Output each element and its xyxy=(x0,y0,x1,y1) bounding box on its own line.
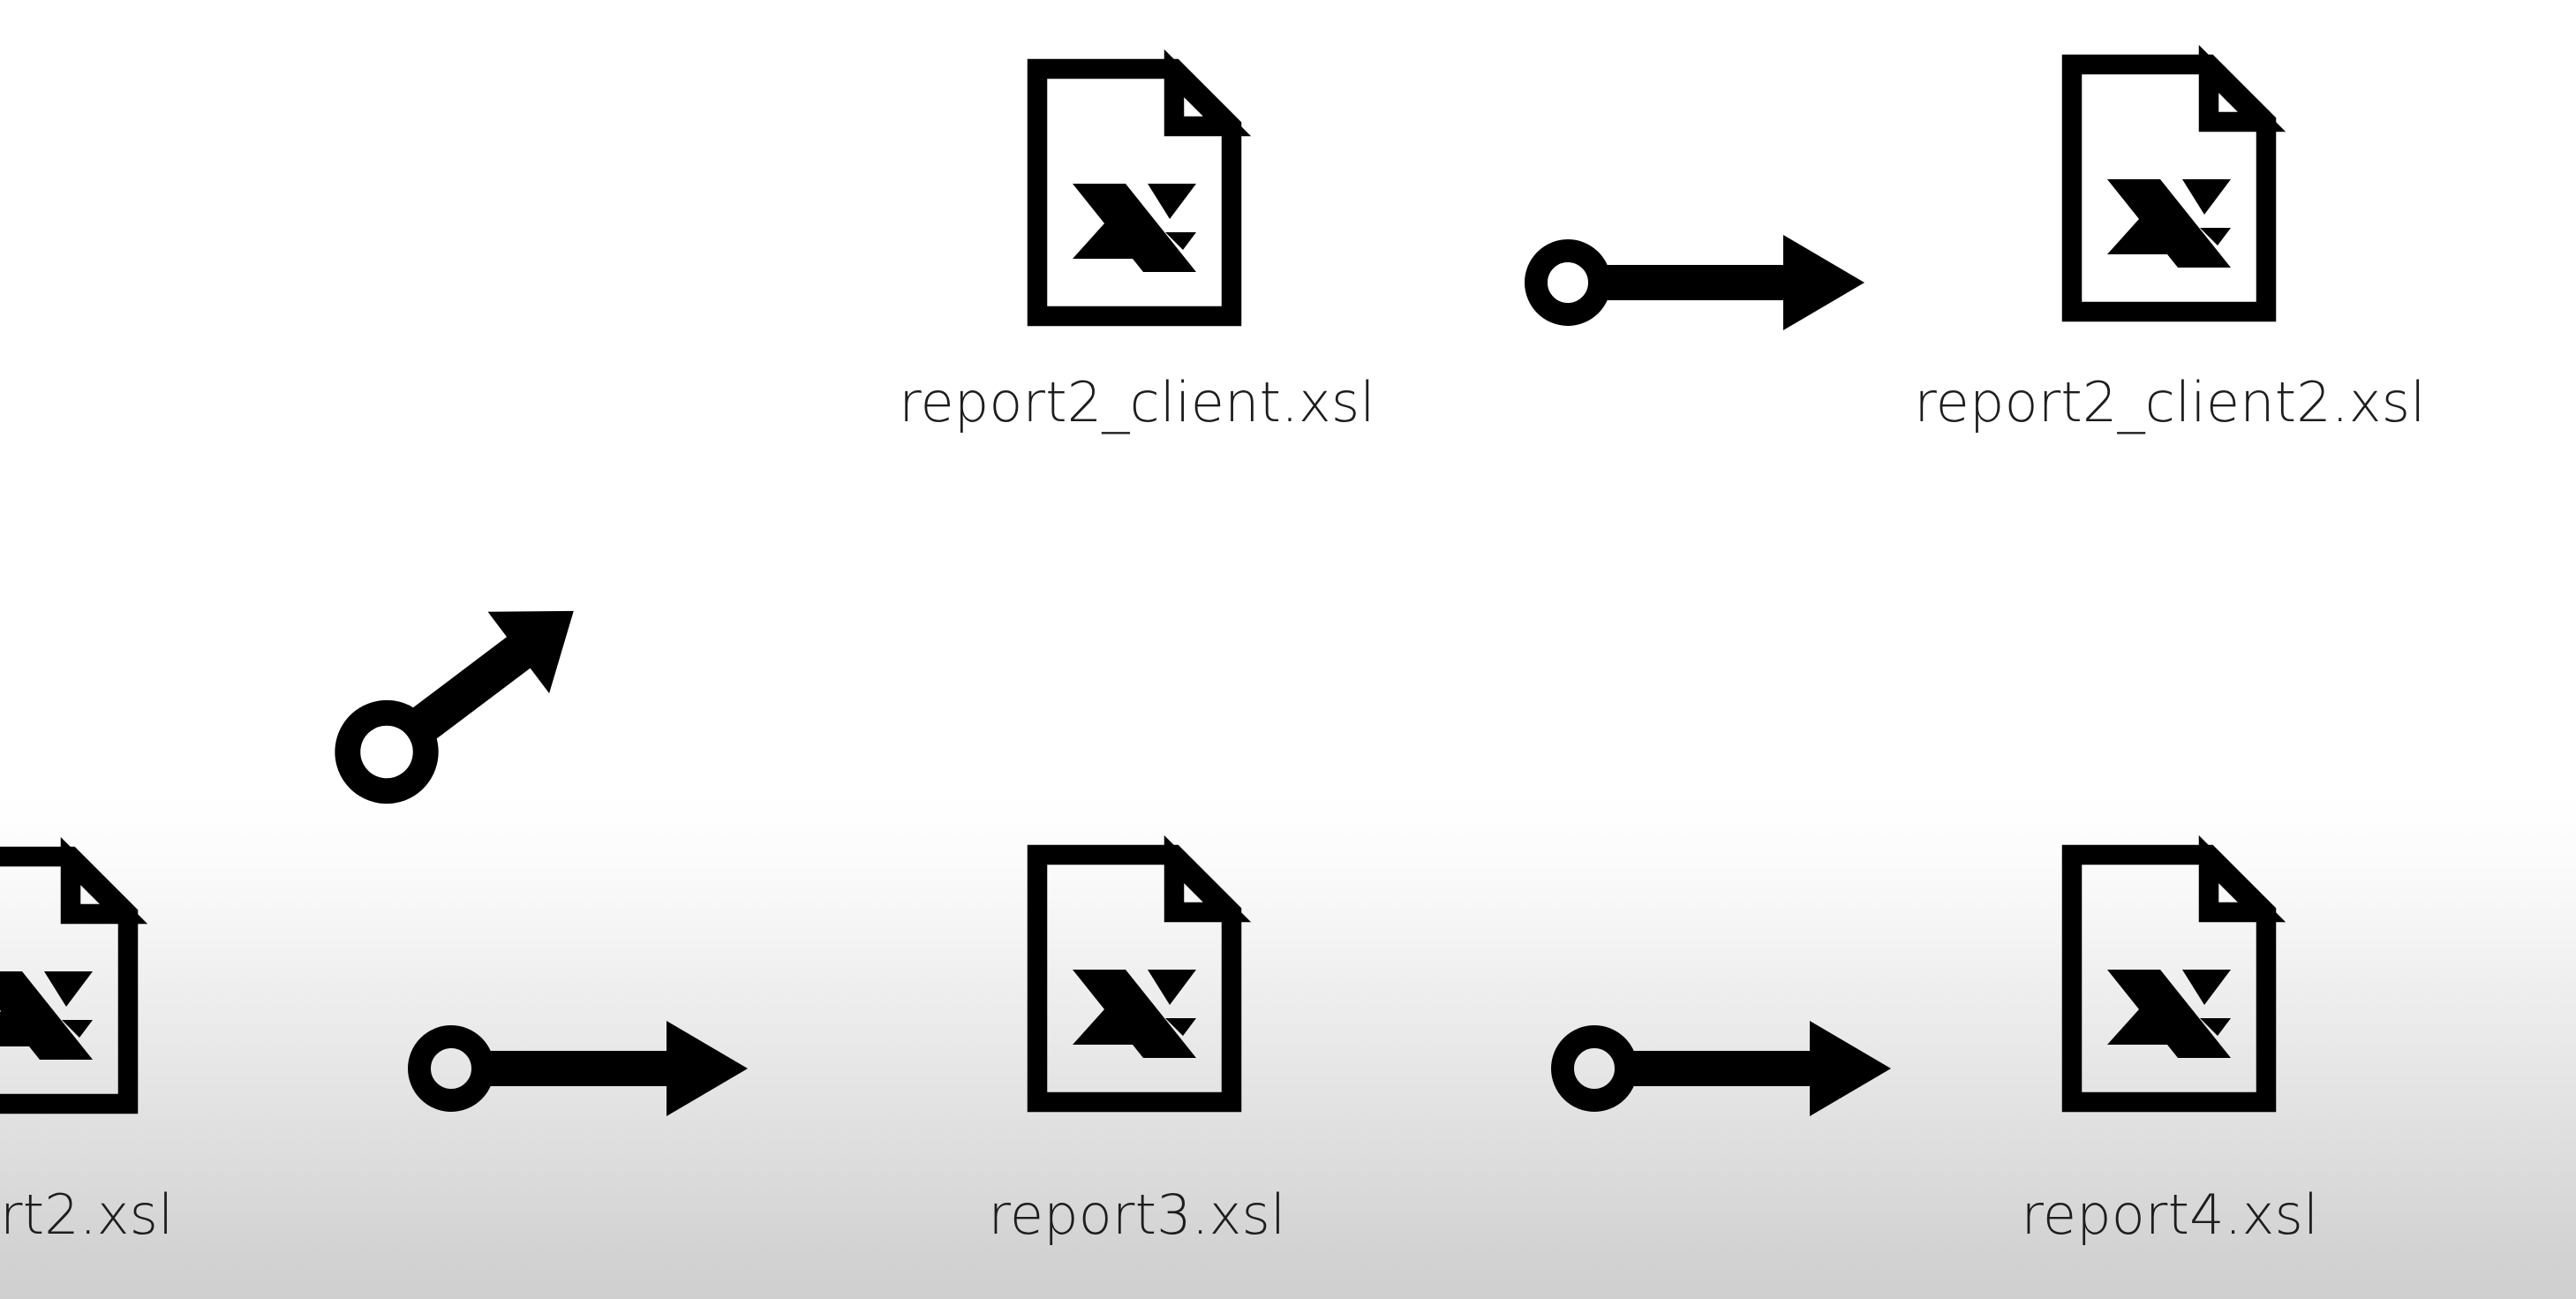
xsl-file-icon[interactable] xyxy=(0,836,148,1114)
node-label-report2-client: report2_client.xsl xyxy=(899,370,1375,434)
xsl-file-icon[interactable] xyxy=(1024,49,1252,327)
arrow-report2-to-report2-client[interactable] xyxy=(327,556,627,812)
arrow-report2-to-report3[interactable] xyxy=(402,1007,755,1130)
arrow-tail-ring xyxy=(408,1025,494,1112)
xsl-file-icon[interactable] xyxy=(2059,835,2286,1113)
node-label-report2: rt2.xsl xyxy=(0,1182,174,1247)
arrow-tail-ring xyxy=(335,699,439,804)
xsl-file-icon[interactable] xyxy=(1024,835,1252,1113)
node-label-report4: report4.xsl xyxy=(2021,1182,2319,1247)
arrow-tail-ring xyxy=(1525,239,1611,326)
arrow-report3-to-report4[interactable] xyxy=(1545,1007,1898,1130)
xsl-file-icon[interactable] xyxy=(2059,44,2286,322)
arrow-report2-client-to-report2-client2[interactable] xyxy=(1518,221,1872,344)
arrow-shaft-head xyxy=(1600,235,1864,330)
node-label-report3: report3.xsl xyxy=(988,1182,1286,1247)
arrow-shaft-head xyxy=(405,610,574,744)
arrow-shaft-head xyxy=(483,1021,748,1116)
arrow-tail-ring xyxy=(1551,1025,1638,1112)
node-label-report2-client2: report2_client2.xsl xyxy=(1914,370,2426,434)
arrow-shaft-head xyxy=(1626,1021,1891,1116)
